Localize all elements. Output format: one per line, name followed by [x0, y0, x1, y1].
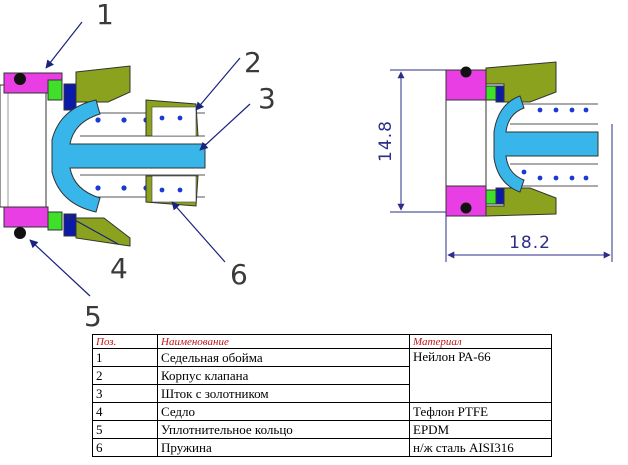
callout-2: 2 — [244, 46, 262, 79]
row-material: Нейлон РА-66 — [409, 348, 552, 403]
row-name: Седло — [157, 402, 410, 421]
left-body-top — [75, 65, 131, 103]
dimension-height: 14.8 — [376, 120, 396, 162]
row-name: Пружина — [157, 438, 410, 457]
row-material: EPDM — [409, 420, 552, 439]
left-oring-bottom — [14, 227, 26, 239]
callout-4: 4 — [110, 252, 128, 285]
table-row: 5 Уплотнительное кольцо EPDM — [92, 420, 552, 439]
left-section — [0, 65, 206, 247]
row-material: н/ж сталь AISI316 — [409, 438, 552, 457]
header-name: Наименование — [157, 334, 410, 349]
callout-3: 3 — [258, 82, 276, 115]
dimension-lines — [390, 69, 613, 262]
row-pos: 1 — [92, 348, 158, 367]
right-section — [445, 61, 599, 217]
left-stem — [51, 99, 206, 213]
callout-5: 5 — [84, 300, 102, 330]
table-row: 1 Седельная обойма Нейлон РА-66 — [92, 348, 552, 403]
row-name: Седельная обойма — [157, 348, 410, 367]
left-body-bottom — [75, 217, 131, 247]
parts-table: Поз. Наименование Материал 1 Седельная о… — [92, 334, 552, 457]
table-row: 4 Седло Тефлон PTFE — [92, 402, 552, 421]
table-row: 6 Пружина н/ж сталь AISI316 — [92, 438, 552, 457]
callout-leaders — [29, 21, 251, 297]
callout-1: 1 — [96, 0, 114, 31]
row-name: Шток с золотником — [157, 384, 410, 403]
right-oring-bottom — [460, 202, 472, 214]
valve-drawing: 1 2 3 4 5 6 14.8 18.2 — [0, 0, 613, 330]
left-oring-top — [14, 73, 26, 85]
callout-6: 6 — [230, 258, 248, 291]
left-green-top — [47, 79, 63, 101]
right-stem — [493, 95, 599, 193]
table-row: 2 Корпус клапана — [92, 366, 552, 385]
row-pos: 5 — [92, 420, 158, 439]
table-header-row: Поз. Наименование Материал — [92, 334, 552, 349]
left-seat-top — [63, 83, 77, 111]
right-body-bottom — [485, 187, 557, 217]
left-green-bottom — [47, 211, 63, 231]
table-row: 3 Шток с золотником — [92, 384, 552, 403]
header-material: Материал — [409, 334, 552, 349]
row-pos: 4 — [92, 402, 158, 421]
left-housing — [0, 84, 47, 208]
header-pos: Поз. — [92, 334, 158, 349]
right-spring — [521, 107, 589, 181]
row-name: Уплотнительное кольцо — [157, 420, 410, 439]
row-pos: 3 — [92, 384, 158, 403]
dimension-width: 18.2 — [509, 233, 551, 253]
row-material: Тефлон PTFE — [409, 402, 552, 421]
row-pos: 6 — [92, 438, 158, 457]
row-pos: 2 — [92, 366, 158, 385]
right-oring-top — [460, 66, 472, 78]
row-name: Корпус клапана — [157, 366, 410, 385]
